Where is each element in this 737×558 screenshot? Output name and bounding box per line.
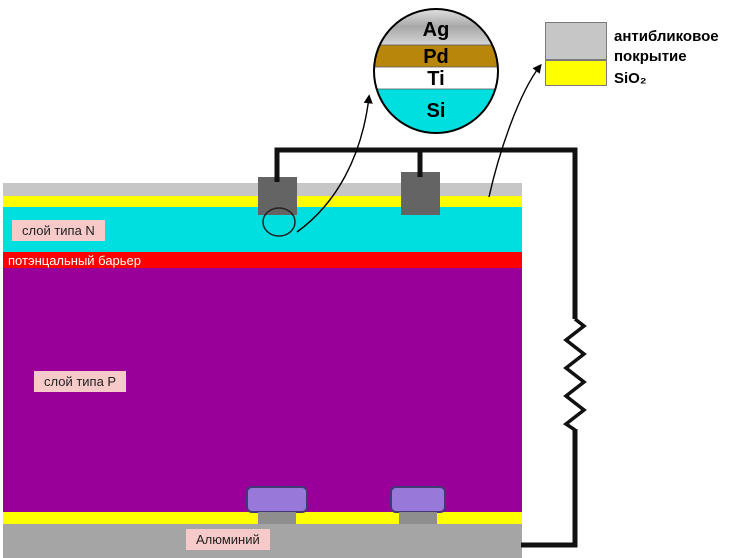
inset-label-ti: Ti <box>427 68 444 90</box>
legend-swatch-antireflective <box>545 22 607 60</box>
aluminum-label: Алюминий <box>186 529 270 550</box>
legend-label-antireflective-line2: покрытие <box>614 48 687 65</box>
potential-barrier-label: потэнцальный барьер <box>8 253 142 268</box>
inset-layer-ti <box>374 67 498 89</box>
legend-swatch-sio2 <box>545 60 607 86</box>
bottom-contact-right <box>390 486 446 513</box>
legend-label-antireflective-line1: антибликовое <box>614 28 719 45</box>
legend-label-sio2: SiO₂ <box>614 70 647 87</box>
inset-label-pd: Pd <box>423 46 449 68</box>
resistor-symbol <box>563 317 587 432</box>
inset-label-si: Si <box>427 100 446 122</box>
bottom-contact-left <box>246 486 308 513</box>
magnified-contact-inset: Ag Pd Ti Si <box>373 8 499 134</box>
bottom-contact-tab-left <box>258 512 296 524</box>
n-layer-label: слой типа N <box>12 220 105 241</box>
top-contact-right <box>401 172 440 215</box>
wire-bottom <box>521 429 578 548</box>
inset-layer-pd <box>374 45 498 67</box>
bottom-contact-tab-right <box>399 512 437 524</box>
top-contact-left <box>258 177 297 215</box>
inset-label-ag: Ag <box>423 19 450 41</box>
p-layer-label: слой типа P <box>34 371 127 392</box>
